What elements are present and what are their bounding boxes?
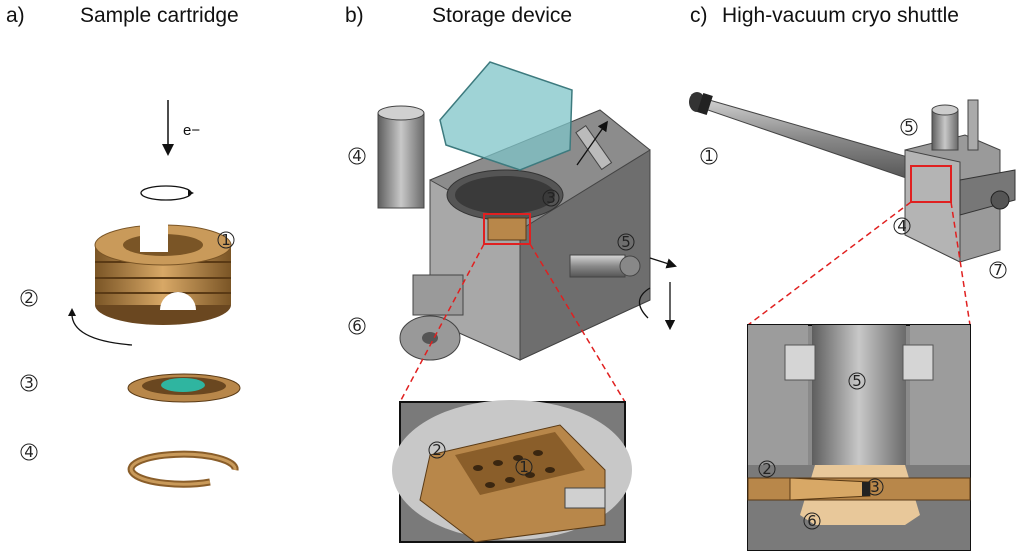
callout-a1: 1 [217,231,235,249]
panel-b-title: Storage device [432,4,572,27]
panel-a-letter: a) [6,4,25,27]
leader-line-b-right [529,243,626,403]
rotation-arrow-top [140,185,192,201]
callout-c-inset-2-text: 2 [762,460,772,478]
callout-a3: 3 [20,374,38,392]
panel-a-title: Sample cartridge [80,4,239,27]
callout-c-inset-3: 3 [866,478,884,496]
callout-b-inset-2-text: 2 [432,441,442,459]
callout-c1-text: 1 [704,147,714,165]
leader-line-c-right [950,201,971,326]
callout-c-inset-5: 5 [848,372,866,390]
inset-c [747,324,971,551]
highlight-box-b [483,213,531,245]
electron-beam-label: e− [183,122,200,139]
callout-b6-text: 6 [352,317,362,335]
rotation-arrow-side [71,311,133,346]
storage-device [377,61,651,361]
callout-c4-text: 4 [897,217,907,235]
callout-a2: 2 [20,289,38,307]
callout-b4: 4 [348,147,366,165]
callout-c4: 4 [893,217,911,235]
callout-c7: 7 [989,261,1007,279]
grid-disk [127,373,241,403]
callout-b-inset-1: 1 [515,458,533,476]
callout-b4-text: 4 [352,147,362,165]
callout-b6: 6 [348,317,366,335]
panel-c-title: High-vacuum cryo shuttle [722,4,959,27]
callout-c-inset-3-text: 3 [870,478,880,496]
sample-cartridge [94,222,232,325]
callout-a1-text: 1 [221,231,231,249]
panel-c-letter: c) [690,4,708,27]
callout-a4-text: 4 [24,443,34,461]
callout-c-inset-6: 6 [803,512,821,530]
lid-motion-arrow [576,120,608,166]
callout-c5: 5 [900,118,918,136]
callout-b5: 5 [617,233,635,251]
panel-b-letter: b) [345,4,364,27]
callout-c5-text: 5 [904,118,914,136]
callout-a4: 4 [20,443,38,461]
panel-b: b) Storage device [345,4,677,543]
panel-a: a) Sample cartridge e− [6,4,241,488]
inset-b [392,400,632,543]
cartridge-in-storage [487,217,527,241]
translate-arrow-h [649,257,677,269]
callout-a2-text: 2 [24,289,34,307]
callout-c-inset-6-text: 6 [807,512,817,530]
callout-b3: 3 [542,189,560,207]
cryo-shuttle [689,92,1016,263]
panel-c: c) High-vacuum cryo shuttle [689,4,1016,551]
callout-a3-text: 3 [24,374,34,392]
clip-ring [127,450,239,488]
rotation-arrow-side-head [68,308,76,316]
leader-line-c-left [747,201,912,326]
glass-lid [439,61,573,171]
callout-c-inset-2: 2 [758,460,776,478]
callout-c1: 1 [700,147,718,165]
callout-b3-text: 3 [546,189,556,207]
rotate-arrow-b [638,287,651,319]
highlight-box-c [910,165,952,203]
callout-b-inset-2: 2 [428,441,446,459]
callout-b-inset-1-text: 1 [519,458,529,476]
callout-c7-text: 7 [993,261,1003,279]
callout-c-inset-5-text: 5 [852,372,862,390]
rotation-arrow-top-head [188,190,194,196]
callout-b5-text: 5 [621,233,631,251]
